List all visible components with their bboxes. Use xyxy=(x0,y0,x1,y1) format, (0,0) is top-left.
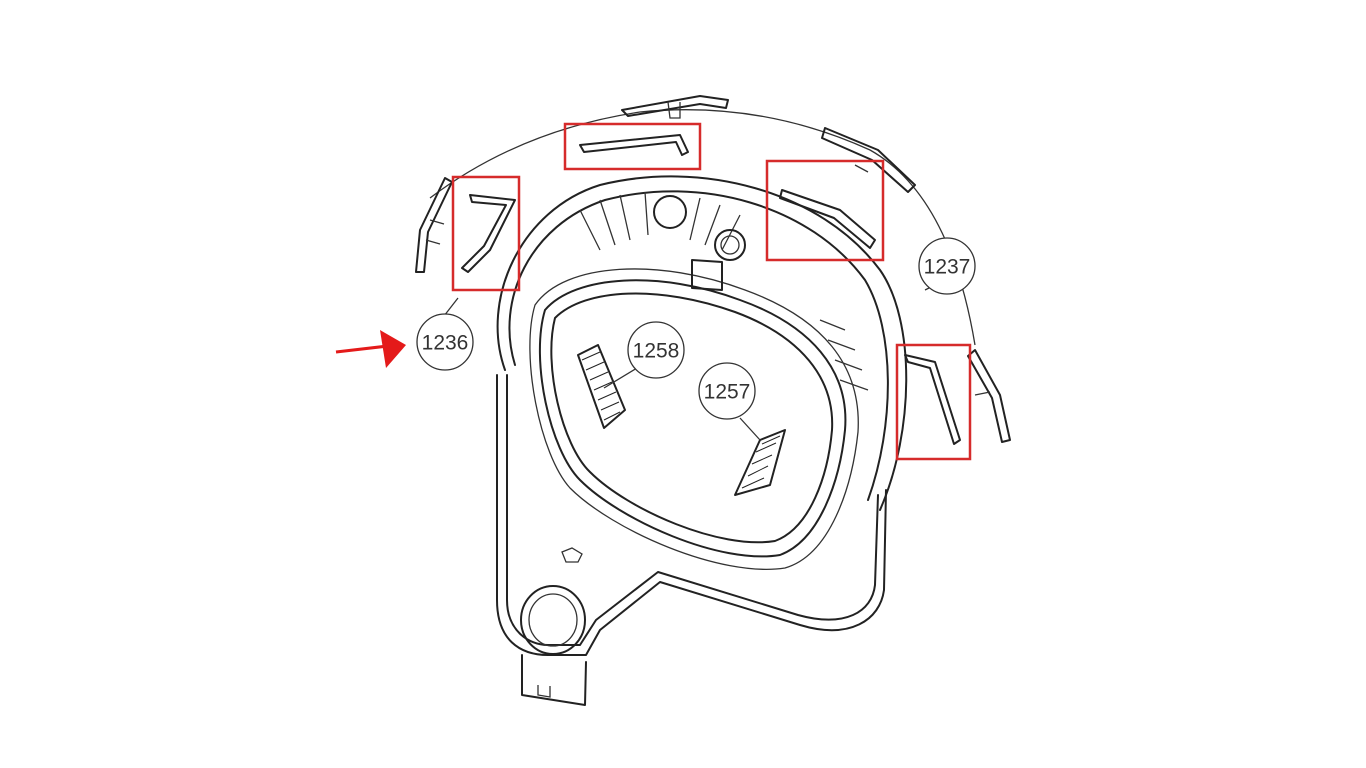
callout-1237: 1237 xyxy=(918,237,976,295)
callout-label-1258: 1258 xyxy=(633,340,680,363)
grille-part-1257 xyxy=(734,429,786,496)
callout-1258: 1258 xyxy=(627,321,685,379)
grille-part-1258 xyxy=(577,344,626,429)
leader-lines xyxy=(443,284,936,441)
callout-1236: 1236 xyxy=(416,313,474,371)
callout-label-1237: 1237 xyxy=(924,256,971,279)
highlight-box-upper-right xyxy=(765,159,885,262)
inner-oval-seal xyxy=(529,268,859,570)
callout-label-1236: 1236 xyxy=(422,332,469,355)
callout-1257: 1257 xyxy=(698,362,756,420)
internal-ribs xyxy=(579,191,869,391)
red-arrow xyxy=(335,330,406,368)
highlight-box-right xyxy=(895,343,972,461)
housing-body xyxy=(496,175,908,706)
callout-label-1257: 1257 xyxy=(704,381,751,404)
guide-arc xyxy=(429,109,976,346)
highlight-box-top xyxy=(563,122,702,171)
highlight-boxes xyxy=(451,122,972,461)
highlight-box-left xyxy=(451,175,521,292)
